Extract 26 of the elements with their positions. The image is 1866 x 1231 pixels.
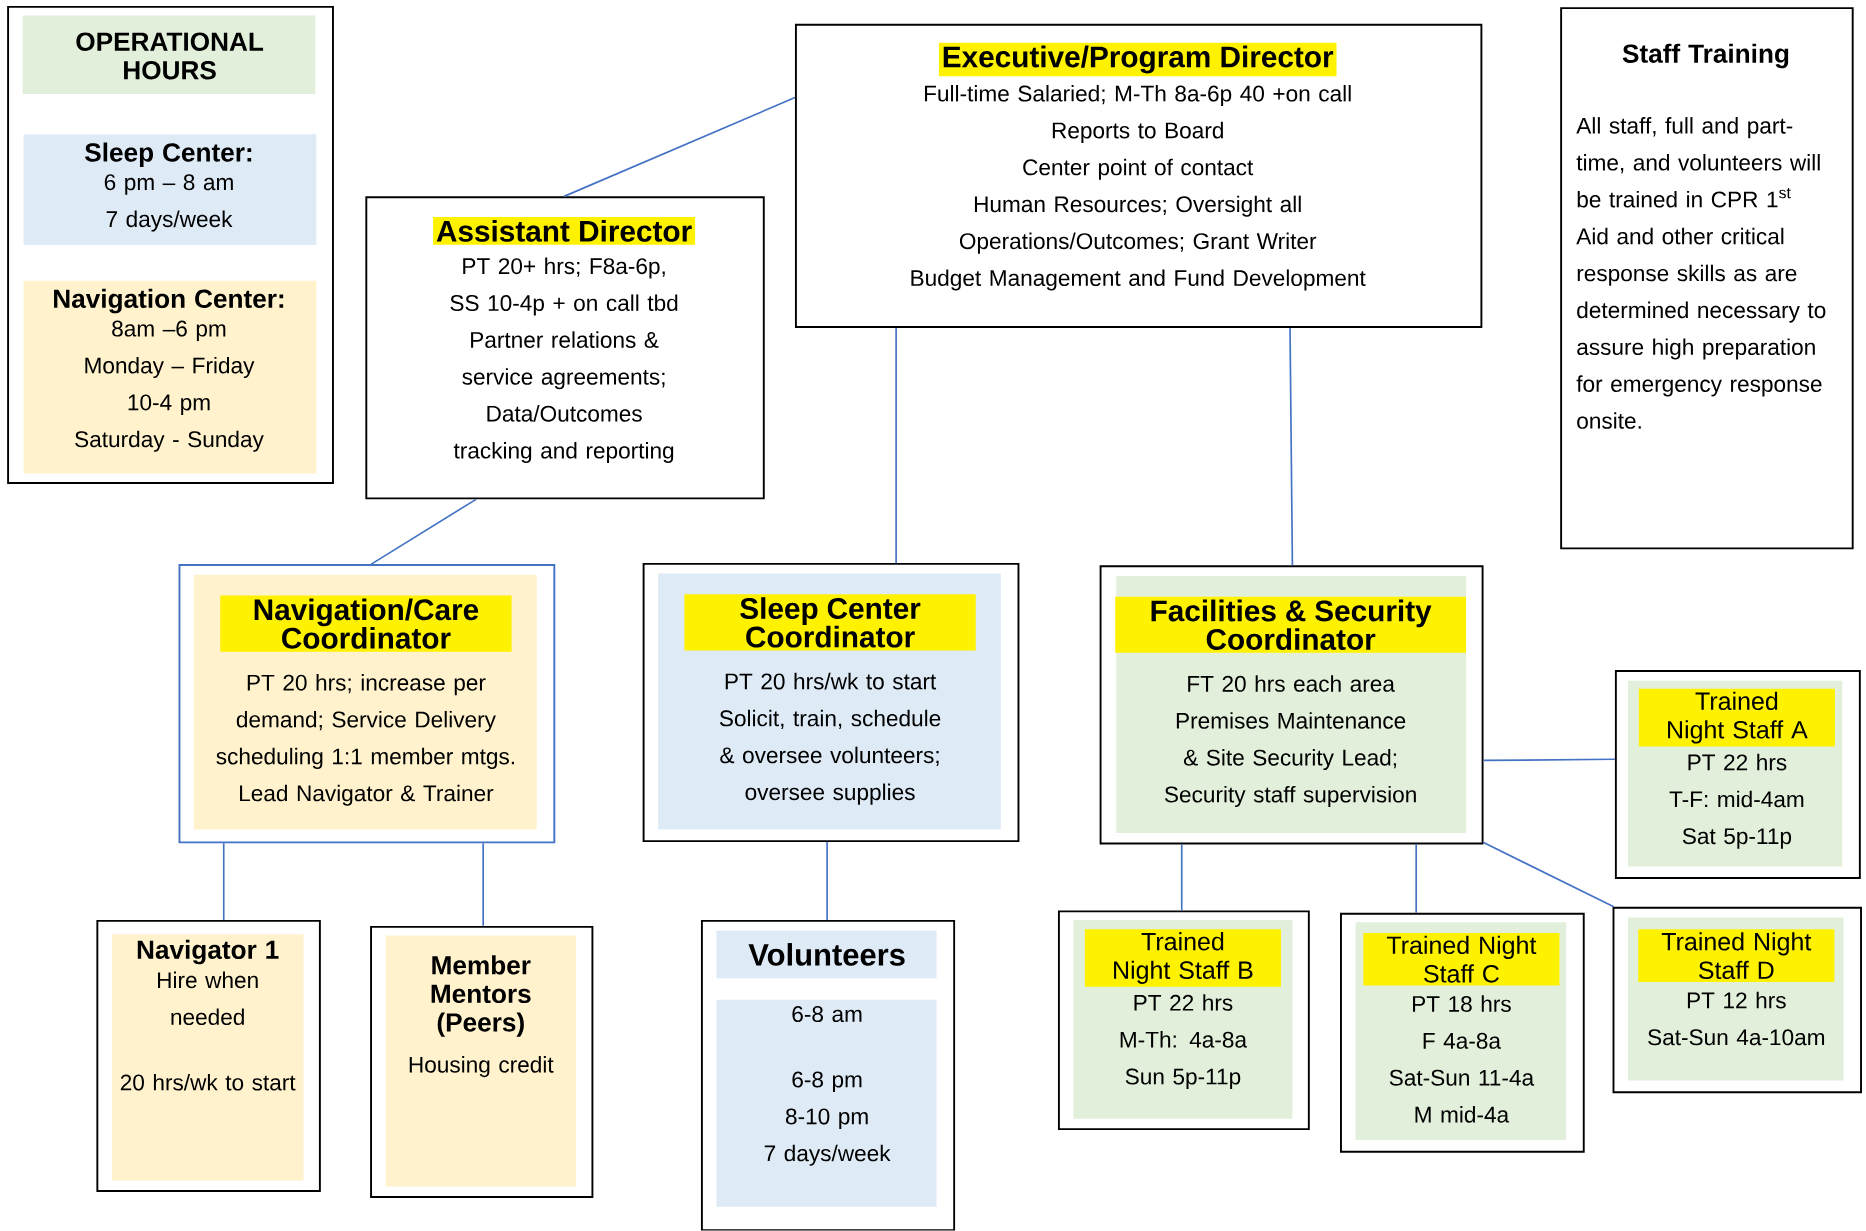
role-box: Facilities & Security Coordinator FT 20 hrs each area Premises Maintenance & Site Security Lead; Security staff supervision — [1099, 565, 1484, 845]
staff-box: Navigator 1 Hire when needed 20 hrs/wk to start — [96, 920, 321, 1193]
staff-box: Trained Night Staff B PT 22 hrs M-Th: 4a-8a Sun 5p-11p — [1057, 910, 1310, 1131]
role-box: Executive/Program Director Full-time Salaried; M-Th 8a-6p 40 +on call Reports to Board Center point of contact Human Resources; Oversight all Operations/Outcomes; Grant Writer Budget Management and Fund Development — [794, 24, 1483, 329]
connector-line — [222, 842, 225, 921]
note-box: Staff Training All staff, full and part-time, and volunteers will be trained in CPR 1$^{st}$ Aid and other critical response skills as are determined necessary to assure high preparation for emergency response onsite. — [1560, 7, 1854, 550]
staff-box: Trained Night Staff D PT 12 hrs Sat-Sun 4a-10am — [1612, 907, 1862, 1094]
connector-line — [370, 498, 477, 566]
connector-line — [895, 327, 897, 564]
role-box: Sleep Center Coordinator PT 20 hrs/wk to start Solicit, train, schedule & oversee volunteers; oversee supplies — [642, 563, 1020, 843]
connector-line — [1415, 843, 1417, 914]
connector-line — [1482, 758, 1616, 762]
connector-line — [563, 97, 796, 198]
connector-line — [1289, 327, 1294, 567]
staff-box: Trained Night Staff C PT 18 hrs F 4a-8a Sat-Sun 11-4a M mid-4a — [1340, 913, 1585, 1153]
hours-box: Sleep Center: 6 pm – 8 am 7 days/week — [23, 134, 317, 246]
staff-box: Member Mentors (Peers) Housing credit — [370, 926, 594, 1199]
hours-box: Navigation Center: 8am –6 pm Monday – Friday 10-4 pm Saturday - Sunday — [23, 280, 317, 474]
staff-box: Trained Night Staff A PT 22 hrs T-F: mid-4am Sat 5p-11p — [1614, 670, 1861, 880]
staff-box: Volunteers 6-8 am 6-8 pm 8-10 pm 7 days/week — [700, 920, 956, 1231]
connector-line — [1482, 841, 1615, 908]
connector-line — [826, 841, 828, 921]
connector-line — [482, 842, 484, 927]
role-box: Navigation/Care Coordinator PT 20 hrs; increase per demand; Service Delivery scheduling 1:1 member mtgs. Lead Navigator & Trainer — [178, 564, 556, 844]
role-box: Assistant Director PT 20+ hrs; F8a-6p, SS 10-4p + on call tbd Partner relations & service agreements; Data/Outcomes tracking and reporting — [365, 196, 765, 500]
connector-line — [1180, 843, 1183, 912]
